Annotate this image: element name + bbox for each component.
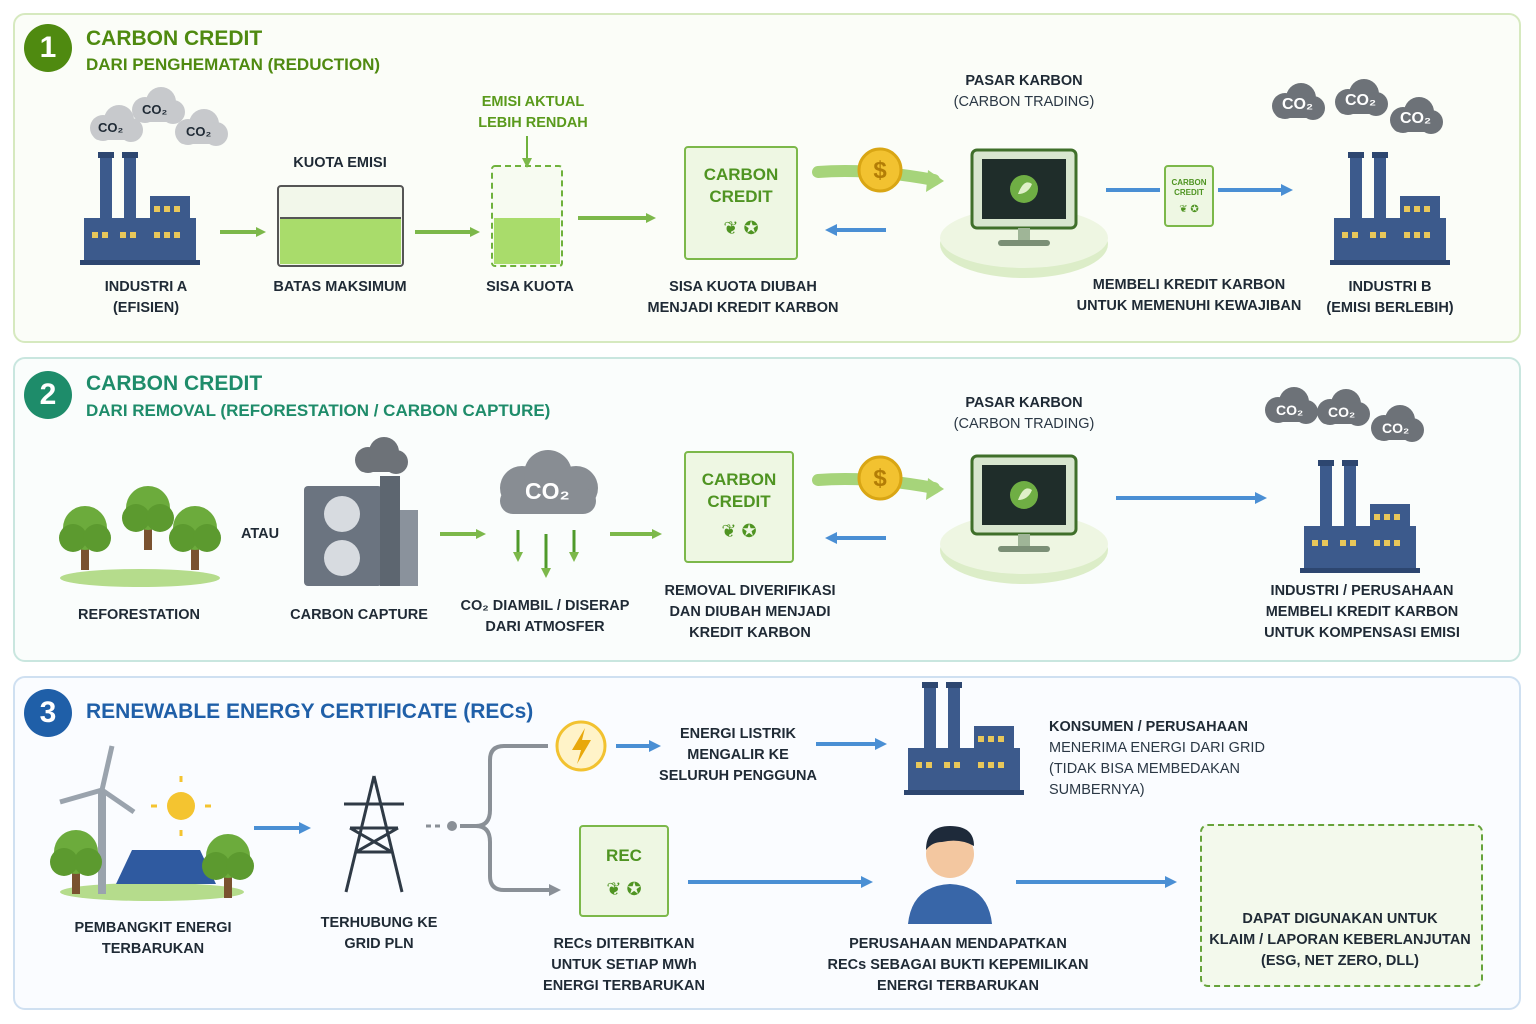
section-number-3: 3 xyxy=(24,689,72,737)
section3-title: RENEWABLE ENERGY CERTIFICATE (RECs) xyxy=(86,700,534,723)
co2-label: CO₂ xyxy=(1282,96,1314,113)
leaf-medal-icon: ❦ ✪ xyxy=(723,218,759,238)
leaf-medal-icon: ❦ ✪ xyxy=(606,879,642,899)
consumer-caption: KONSUMEN / PERUSAHAAN MENERIMA ENERGI DA… xyxy=(1049,719,1265,798)
industry-a-label: INDUSTRI A(EFISIEN) xyxy=(104,279,188,316)
co2-label: CO₂ xyxy=(1400,110,1432,127)
co2-label: CO₂ xyxy=(98,120,124,135)
or-label: ATAU xyxy=(240,526,280,542)
section1-subtitle: DARI PENGHEMATAN (REDUCTION) xyxy=(86,55,381,74)
sustainability-claim-box xyxy=(1200,824,1483,987)
market-label-1: PASAR KARBON(CARBON TRADING) xyxy=(953,73,1095,110)
quota-emission-label: KUOTA EMISI xyxy=(293,155,387,171)
co2-big-label: CO₂ xyxy=(525,478,570,504)
remaining-quota-label: SISA KUOTA xyxy=(486,279,574,295)
section-number-1: 1 xyxy=(24,24,72,72)
section2-subtitle: DARI REMOVAL (REFORESTATION / CARBON CAP… xyxy=(86,401,551,420)
leaf-medal-icon: ❦ ✪ xyxy=(721,521,757,541)
rec-certificate: REC ❦ ✪ xyxy=(579,825,669,917)
reforestation-label: REFORESTATION xyxy=(78,607,200,623)
co2-label: CO₂ xyxy=(186,124,212,139)
section2-title: CARBON CREDIT xyxy=(86,372,263,395)
co2-label: CO₂ xyxy=(1382,420,1410,436)
co2-label: CO₂ xyxy=(142,102,168,117)
carbon-capture-label: CARBON CAPTURE xyxy=(290,607,428,623)
section-number-2: 2 xyxy=(24,371,72,419)
co2-label: CO₂ xyxy=(1328,404,1356,420)
market-label-2: PASAR KARBON(CARBON TRADING) xyxy=(953,395,1095,432)
max-limit-label: BATAS MAKSIMUM xyxy=(273,279,407,295)
section1-title: CARBON CREDIT xyxy=(86,27,263,50)
leaf-medal-icon: ❦ ✪ xyxy=(1179,204,1199,215)
co2-label: CO₂ xyxy=(1276,402,1304,418)
co2-label: CO₂ xyxy=(1345,92,1377,109)
industry-b-label: INDUSTRI B(EMISI BERLEBIH) xyxy=(1326,279,1454,316)
